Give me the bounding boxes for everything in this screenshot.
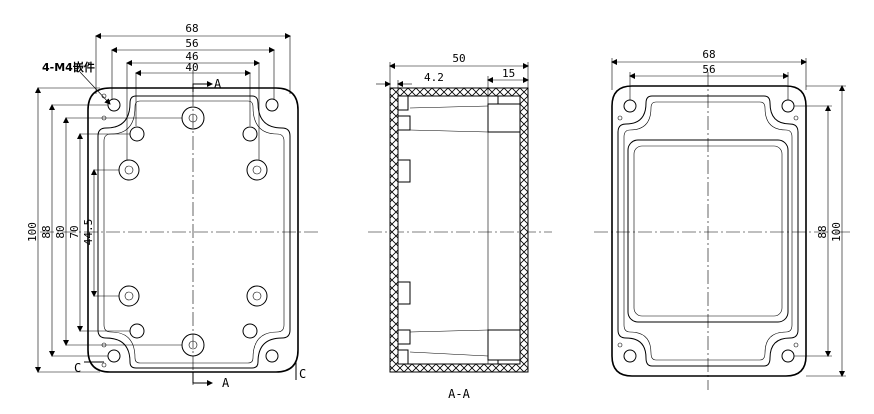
front-dim-80: 80 <box>54 225 67 238</box>
section-dim-50: 50 <box>452 52 465 65</box>
front-inner-rim <box>97 95 291 369</box>
back-inner-rim-offset <box>623 101 793 361</box>
section-mark-bottom: A <box>222 376 230 390</box>
section-internal-features <box>397 95 521 365</box>
back-outer-outline <box>611 85 807 377</box>
front-dim-88: 88 <box>40 225 53 238</box>
front-dim-40: 40 <box>185 61 198 74</box>
back-dim-56: 56 <box>702 63 715 76</box>
section-dimensions <box>376 62 529 100</box>
c-mark-left: C <box>74 361 81 375</box>
back-view: 68 56 88 100 <box>594 48 852 390</box>
front-dim-46: 46 <box>185 50 198 63</box>
front-dim-100: 100 <box>26 222 39 242</box>
front-insert-bosses <box>118 106 268 357</box>
back-dimensions <box>611 58 846 377</box>
front-dim-44-5: 44.5 <box>82 219 95 246</box>
front-dim-70: 70 <box>68 225 81 238</box>
c-mark-right: C <box>299 367 306 381</box>
back-dim-68: 68 <box>702 48 715 61</box>
back-inner-rim <box>617 95 799 367</box>
section-hatched-wall <box>389 87 529 373</box>
back-dim-88: 88 <box>816 225 829 238</box>
section-cut-marks <box>192 81 213 386</box>
callout-leader <box>79 71 111 105</box>
front-view: 68 56 46 40 100 88 80 70 44.5 4- <box>26 22 318 390</box>
front-vertical-dimensions <box>35 87 182 373</box>
front-dim-56: 56 <box>185 37 198 50</box>
front-outer-outline <box>87 87 299 373</box>
front-dim-68: 68 <box>185 22 198 35</box>
callout-inserts-label: 4-M4嵌件 <box>42 60 95 74</box>
section-view: 50 4.2 15 A-A <box>368 52 552 401</box>
front-horizontal-dimensions <box>95 33 291 160</box>
back-dim-100: 100 <box>830 222 843 242</box>
section-mark-top: A <box>214 77 222 91</box>
section-dim-15: 15 <box>502 67 515 80</box>
section-dim-4-2: 4.2 <box>424 71 444 84</box>
section-title: A-A <box>448 387 470 401</box>
back-recess-inner <box>633 145 783 317</box>
front-corner-holes <box>101 93 279 368</box>
back-recess <box>627 139 789 323</box>
